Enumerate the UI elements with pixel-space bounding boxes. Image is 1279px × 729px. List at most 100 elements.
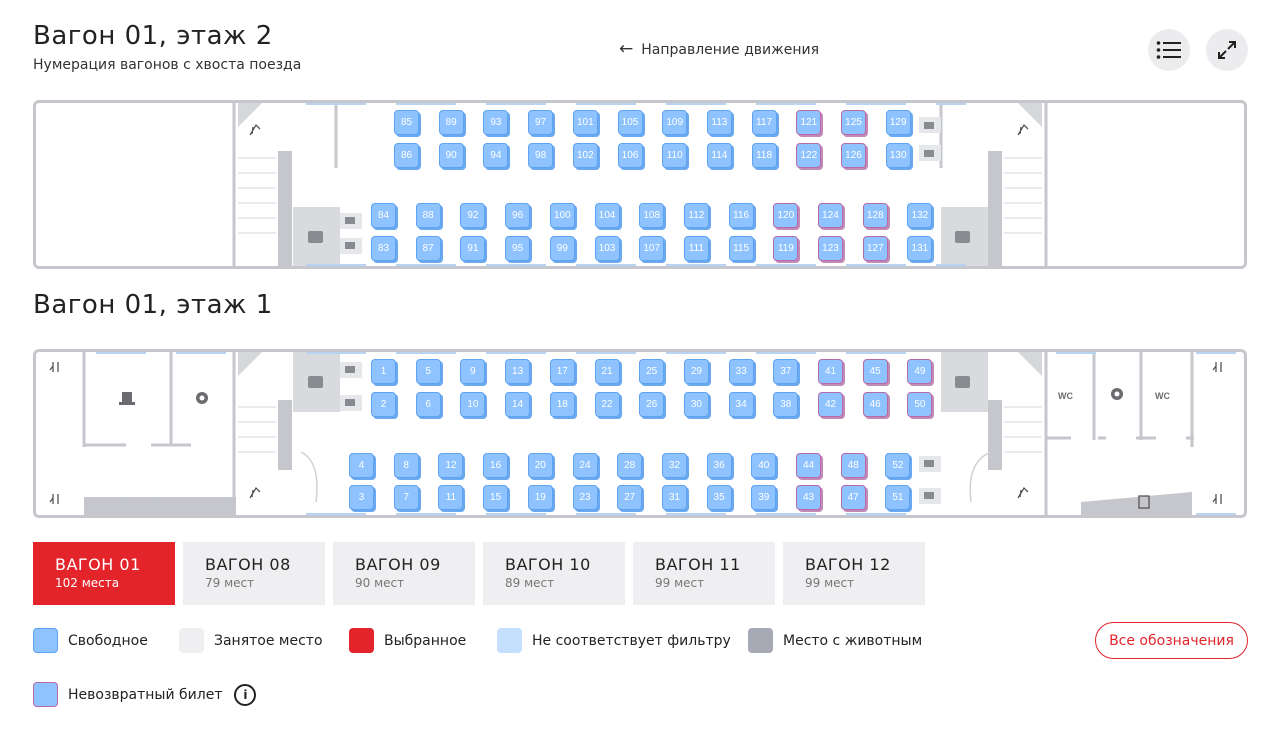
list-view-button[interactable] [1148,29,1190,71]
seat-120[interactable]: 120 [773,203,799,228]
seat-105[interactable]: 105 [617,110,643,135]
seat-30[interactable]: 30 [683,392,709,417]
seat-41[interactable]: 41 [818,359,843,384]
seat-26[interactable]: 26 [639,392,665,417]
seat-28[interactable]: 28 [617,453,643,478]
info-icon[interactable]: i [234,683,257,706]
seat-9[interactable]: 9 [460,359,486,384]
seat-103[interactable]: 103 [594,236,620,261]
seat-18[interactable]: 18 [549,392,575,417]
seat-5[interactable]: 5 [415,359,441,384]
seat-94[interactable]: 94 [483,143,509,168]
seat-45[interactable]: 45 [862,359,888,384]
seat-3[interactable]: 3 [349,485,374,510]
seat-122[interactable]: 122 [796,143,822,168]
seat-86[interactable]: 86 [394,143,419,168]
seat-112[interactable]: 112 [683,203,709,228]
seat-115[interactable]: 115 [728,236,754,261]
seat-131[interactable]: 131 [907,236,933,261]
fullscreen-button[interactable] [1206,29,1248,71]
seat-125[interactable]: 125 [841,110,866,135]
seat-6[interactable]: 6 [415,392,441,417]
seat-123[interactable]: 123 [818,236,843,261]
seat-83[interactable]: 83 [371,236,396,261]
seat-13[interactable]: 13 [505,359,531,384]
seat-42[interactable]: 42 [818,392,843,417]
seat-109[interactable]: 109 [662,110,688,135]
seat-44[interactable]: 44 [796,453,821,478]
seat-15[interactable]: 15 [483,485,509,510]
seat-108[interactable]: 108 [639,203,665,228]
seat-47[interactable]: 47 [840,485,866,510]
seat-32[interactable]: 32 [661,453,687,478]
all-legend-button[interactable]: Все обозначения [1095,622,1248,659]
seat-29[interactable]: 29 [683,359,709,384]
seat-16[interactable]: 16 [483,453,509,478]
seat-126[interactable]: 126 [841,143,866,168]
seat-84[interactable]: 84 [371,203,396,228]
seat-49[interactable]: 49 [907,359,933,384]
seat-35[interactable]: 35 [706,485,732,510]
seat-96[interactable]: 96 [505,203,531,228]
seat-121[interactable]: 121 [796,110,822,135]
seat-7[interactable]: 7 [393,485,419,510]
seat-100[interactable]: 100 [549,203,575,228]
seat-23[interactable]: 23 [572,485,598,510]
seat-25[interactable]: 25 [639,359,665,384]
seat-104[interactable]: 104 [594,203,620,228]
seat-116[interactable]: 116 [728,203,754,228]
seat-21[interactable]: 21 [594,359,620,384]
seat-14[interactable]: 14 [505,392,531,417]
seat-20[interactable]: 20 [527,453,553,478]
seat-117[interactable]: 117 [751,110,777,135]
seat-119[interactable]: 119 [773,236,799,261]
seat-39[interactable]: 39 [751,485,777,510]
seat-89[interactable]: 89 [438,110,464,135]
seat-52[interactable]: 52 [885,453,911,478]
seat-111[interactable]: 111 [683,236,709,261]
seat-107[interactable]: 107 [639,236,665,261]
seat-106[interactable]: 106 [617,143,643,168]
seat-48[interactable]: 48 [840,453,866,478]
seat-102[interactable]: 102 [572,143,598,168]
seat-90[interactable]: 90 [438,143,464,168]
seat-99[interactable]: 99 [549,236,575,261]
seat-43[interactable]: 43 [796,485,821,510]
seat-110[interactable]: 110 [662,143,688,168]
seat-85[interactable]: 85 [394,110,419,135]
seat-24[interactable]: 24 [572,453,598,478]
seat-128[interactable]: 128 [862,203,888,228]
seat-88[interactable]: 88 [415,203,441,228]
seat-92[interactable]: 92 [460,203,486,228]
seat-124[interactable]: 124 [818,203,843,228]
seat-11[interactable]: 11 [438,485,464,510]
seat-1[interactable]: 1 [371,359,396,384]
seat-36[interactable]: 36 [706,453,732,478]
seat-4[interactable]: 4 [349,453,374,478]
seat-37[interactable]: 37 [773,359,799,384]
seat-129[interactable]: 129 [885,110,911,135]
seat-95[interactable]: 95 [505,236,531,261]
seat-33[interactable]: 33 [728,359,754,384]
seat-12[interactable]: 12 [438,453,464,478]
seat-38[interactable]: 38 [773,392,799,417]
seat-22[interactable]: 22 [594,392,620,417]
seat-93[interactable]: 93 [483,110,509,135]
seat-97[interactable]: 97 [528,110,554,135]
seat-31[interactable]: 31 [661,485,687,510]
seat-8[interactable]: 8 [393,453,419,478]
seat-34[interactable]: 34 [728,392,754,417]
seat-17[interactable]: 17 [549,359,575,384]
seat-10[interactable]: 10 [460,392,486,417]
seat-98[interactable]: 98 [528,143,554,168]
seat-87[interactable]: 87 [415,236,441,261]
seat-101[interactable]: 101 [572,110,598,135]
seat-51[interactable]: 51 [885,485,911,510]
seat-27[interactable]: 27 [617,485,643,510]
seat-113[interactable]: 113 [706,110,732,135]
seat-127[interactable]: 127 [862,236,888,261]
